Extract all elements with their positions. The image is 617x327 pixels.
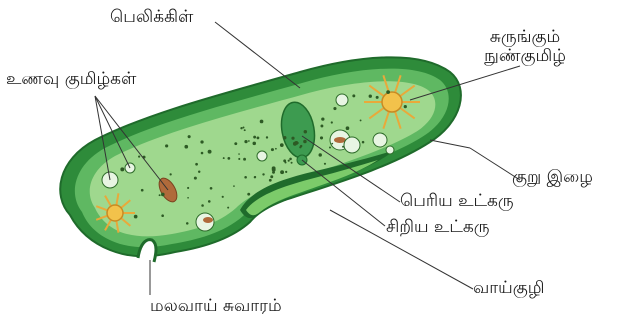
speckle <box>227 207 229 209</box>
speckle <box>233 185 235 187</box>
label-macronucleus: பெரிய உட்கரு <box>400 192 514 211</box>
label-contractile-vacuole: சுருங்கும் நுண்குமிழ் <box>470 28 580 65</box>
speckle <box>284 161 286 163</box>
speckle <box>240 127 242 129</box>
speckle <box>257 136 260 139</box>
speckle <box>283 136 286 139</box>
speckle <box>275 148 277 150</box>
speckle <box>208 150 212 154</box>
speckle <box>170 173 172 175</box>
speckle <box>333 107 336 110</box>
speckle <box>234 142 237 145</box>
speckle <box>266 136 268 138</box>
speckle <box>289 158 292 161</box>
label-contractile-vacuole-line2: நுண்குமிழ் <box>470 47 580 66</box>
speckle <box>331 121 333 123</box>
speckle <box>187 197 189 199</box>
speckle <box>362 141 365 144</box>
speckle <box>120 167 124 171</box>
speckle <box>272 171 275 174</box>
speckle <box>161 193 165 197</box>
speckle <box>187 187 189 189</box>
speckle <box>222 196 224 198</box>
speckle <box>376 96 379 99</box>
speckle <box>253 142 256 145</box>
speckle <box>244 176 247 179</box>
speckle <box>243 158 246 161</box>
speckle <box>195 163 198 166</box>
speckle <box>260 120 264 124</box>
speckle <box>386 90 390 94</box>
speckle <box>248 140 250 142</box>
speckle <box>300 145 302 147</box>
speckle <box>238 153 240 155</box>
speckle <box>320 136 323 139</box>
speckle <box>188 135 191 138</box>
speckle <box>184 145 188 149</box>
speckle <box>291 137 294 140</box>
speckle <box>270 175 273 178</box>
speckle <box>291 162 293 164</box>
label-micronucleus: சிறிய உட்கரு <box>386 218 490 237</box>
label-cilia: குறு இழை <box>512 168 593 187</box>
speckle <box>201 152 204 155</box>
speckle <box>253 136 256 139</box>
speckle <box>194 177 197 180</box>
label-anal-pore: மலவாய் சுவாரம் <box>150 297 282 316</box>
speckle <box>288 160 290 162</box>
speckle <box>223 157 225 159</box>
speckle <box>324 163 326 165</box>
speckle <box>244 129 246 131</box>
speckle <box>280 143 284 147</box>
speckle <box>141 189 144 192</box>
speckle <box>244 140 247 143</box>
speckle <box>161 214 164 217</box>
speckle <box>201 204 204 207</box>
speckle <box>320 124 323 127</box>
speckle <box>134 215 138 219</box>
speckle <box>360 119 362 121</box>
speckle <box>165 144 168 147</box>
speckle <box>342 146 344 148</box>
speckle <box>304 130 307 133</box>
speckle <box>262 173 264 175</box>
speckle <box>186 222 189 225</box>
speckle <box>331 143 333 145</box>
speckle <box>404 105 407 108</box>
speckle <box>280 170 284 174</box>
speckle <box>352 94 355 97</box>
speckle <box>138 156 140 158</box>
speckle <box>329 147 331 149</box>
label-contractile-vacuole-line1: சுருங்கும் <box>470 28 580 47</box>
speckle <box>369 95 372 98</box>
speckle <box>200 140 203 143</box>
speckle <box>321 117 324 120</box>
speckle <box>319 153 322 156</box>
speckle <box>269 179 272 182</box>
speckle <box>198 171 200 173</box>
speckle <box>227 157 230 160</box>
speckle <box>303 140 307 144</box>
speckle <box>159 194 161 196</box>
speckle <box>208 200 211 203</box>
speckle <box>285 171 287 173</box>
speckle <box>247 193 250 196</box>
speckle <box>210 187 213 190</box>
label-food-vacuoles: உணவு குமிழ்கள் <box>6 70 136 89</box>
label-pellicle: பெலிக்கிள் <box>110 8 193 27</box>
speckle <box>271 148 274 151</box>
speckle <box>254 176 256 178</box>
label-oral-groove: வாய்குழி <box>473 279 544 298</box>
speckle <box>238 158 240 160</box>
speckle <box>346 126 350 130</box>
speckle <box>293 142 297 146</box>
speckle <box>243 127 245 129</box>
